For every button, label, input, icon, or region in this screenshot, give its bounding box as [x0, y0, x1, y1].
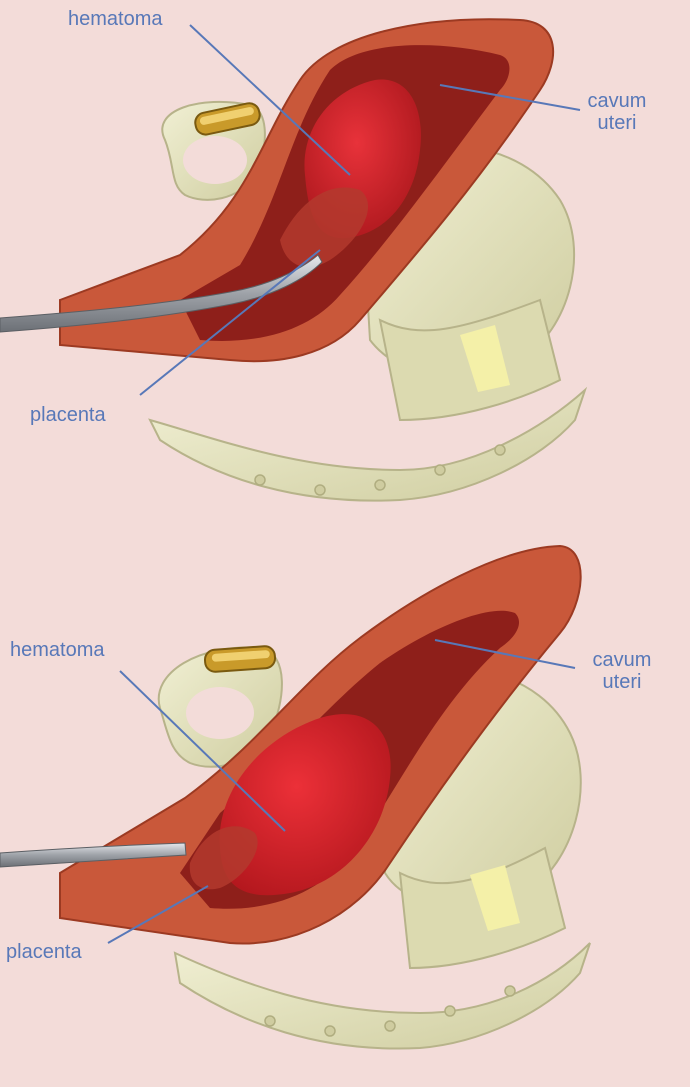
leader-cavum: [439, 84, 581, 111]
label-hematoma: hematoma: [68, 8, 163, 30]
diagram-panel-bottom: hematoma cavum uteri placenta: [0, 543, 690, 1086]
label-cavum-uteri: cavum uteri: [587, 649, 657, 693]
uterus-illustration-bottom: [0, 544, 591, 1050]
uterus-illustration-top: [0, 18, 588, 502]
leader-hematoma: [119, 670, 286, 832]
sacrum-icon: [173, 846, 591, 1050]
label-placenta: placenta: [6, 941, 82, 963]
hematoma: [219, 714, 391, 896]
sacrum-icon: [148, 298, 588, 502]
catheter-icon: [0, 254, 323, 333]
label-hematoma: hematoma: [10, 639, 105, 661]
catheter-icon: [0, 842, 187, 868]
leader-hematoma: [189, 24, 351, 176]
label-cavum-uteri: cavum uteri: [582, 90, 652, 134]
leader-placenta: [139, 249, 321, 396]
diagram-panel-top: hematoma cavum uteri placenta: [0, 0, 690, 543]
placenta: [189, 826, 258, 890]
label-cavum: cavum: [592, 649, 652, 671]
pessary-ring-icon: [161, 101, 266, 201]
label-uteri: uteri: [602, 671, 642, 693]
label-placenta: placenta: [30, 404, 106, 426]
label-uteri: uteri: [597, 112, 637, 134]
leader-cavum: [434, 639, 576, 669]
placenta: [280, 187, 369, 268]
pessary-ring-icon: [157, 645, 283, 768]
label-cavum: cavum: [587, 90, 647, 112]
leader-placenta: [107, 885, 209, 944]
